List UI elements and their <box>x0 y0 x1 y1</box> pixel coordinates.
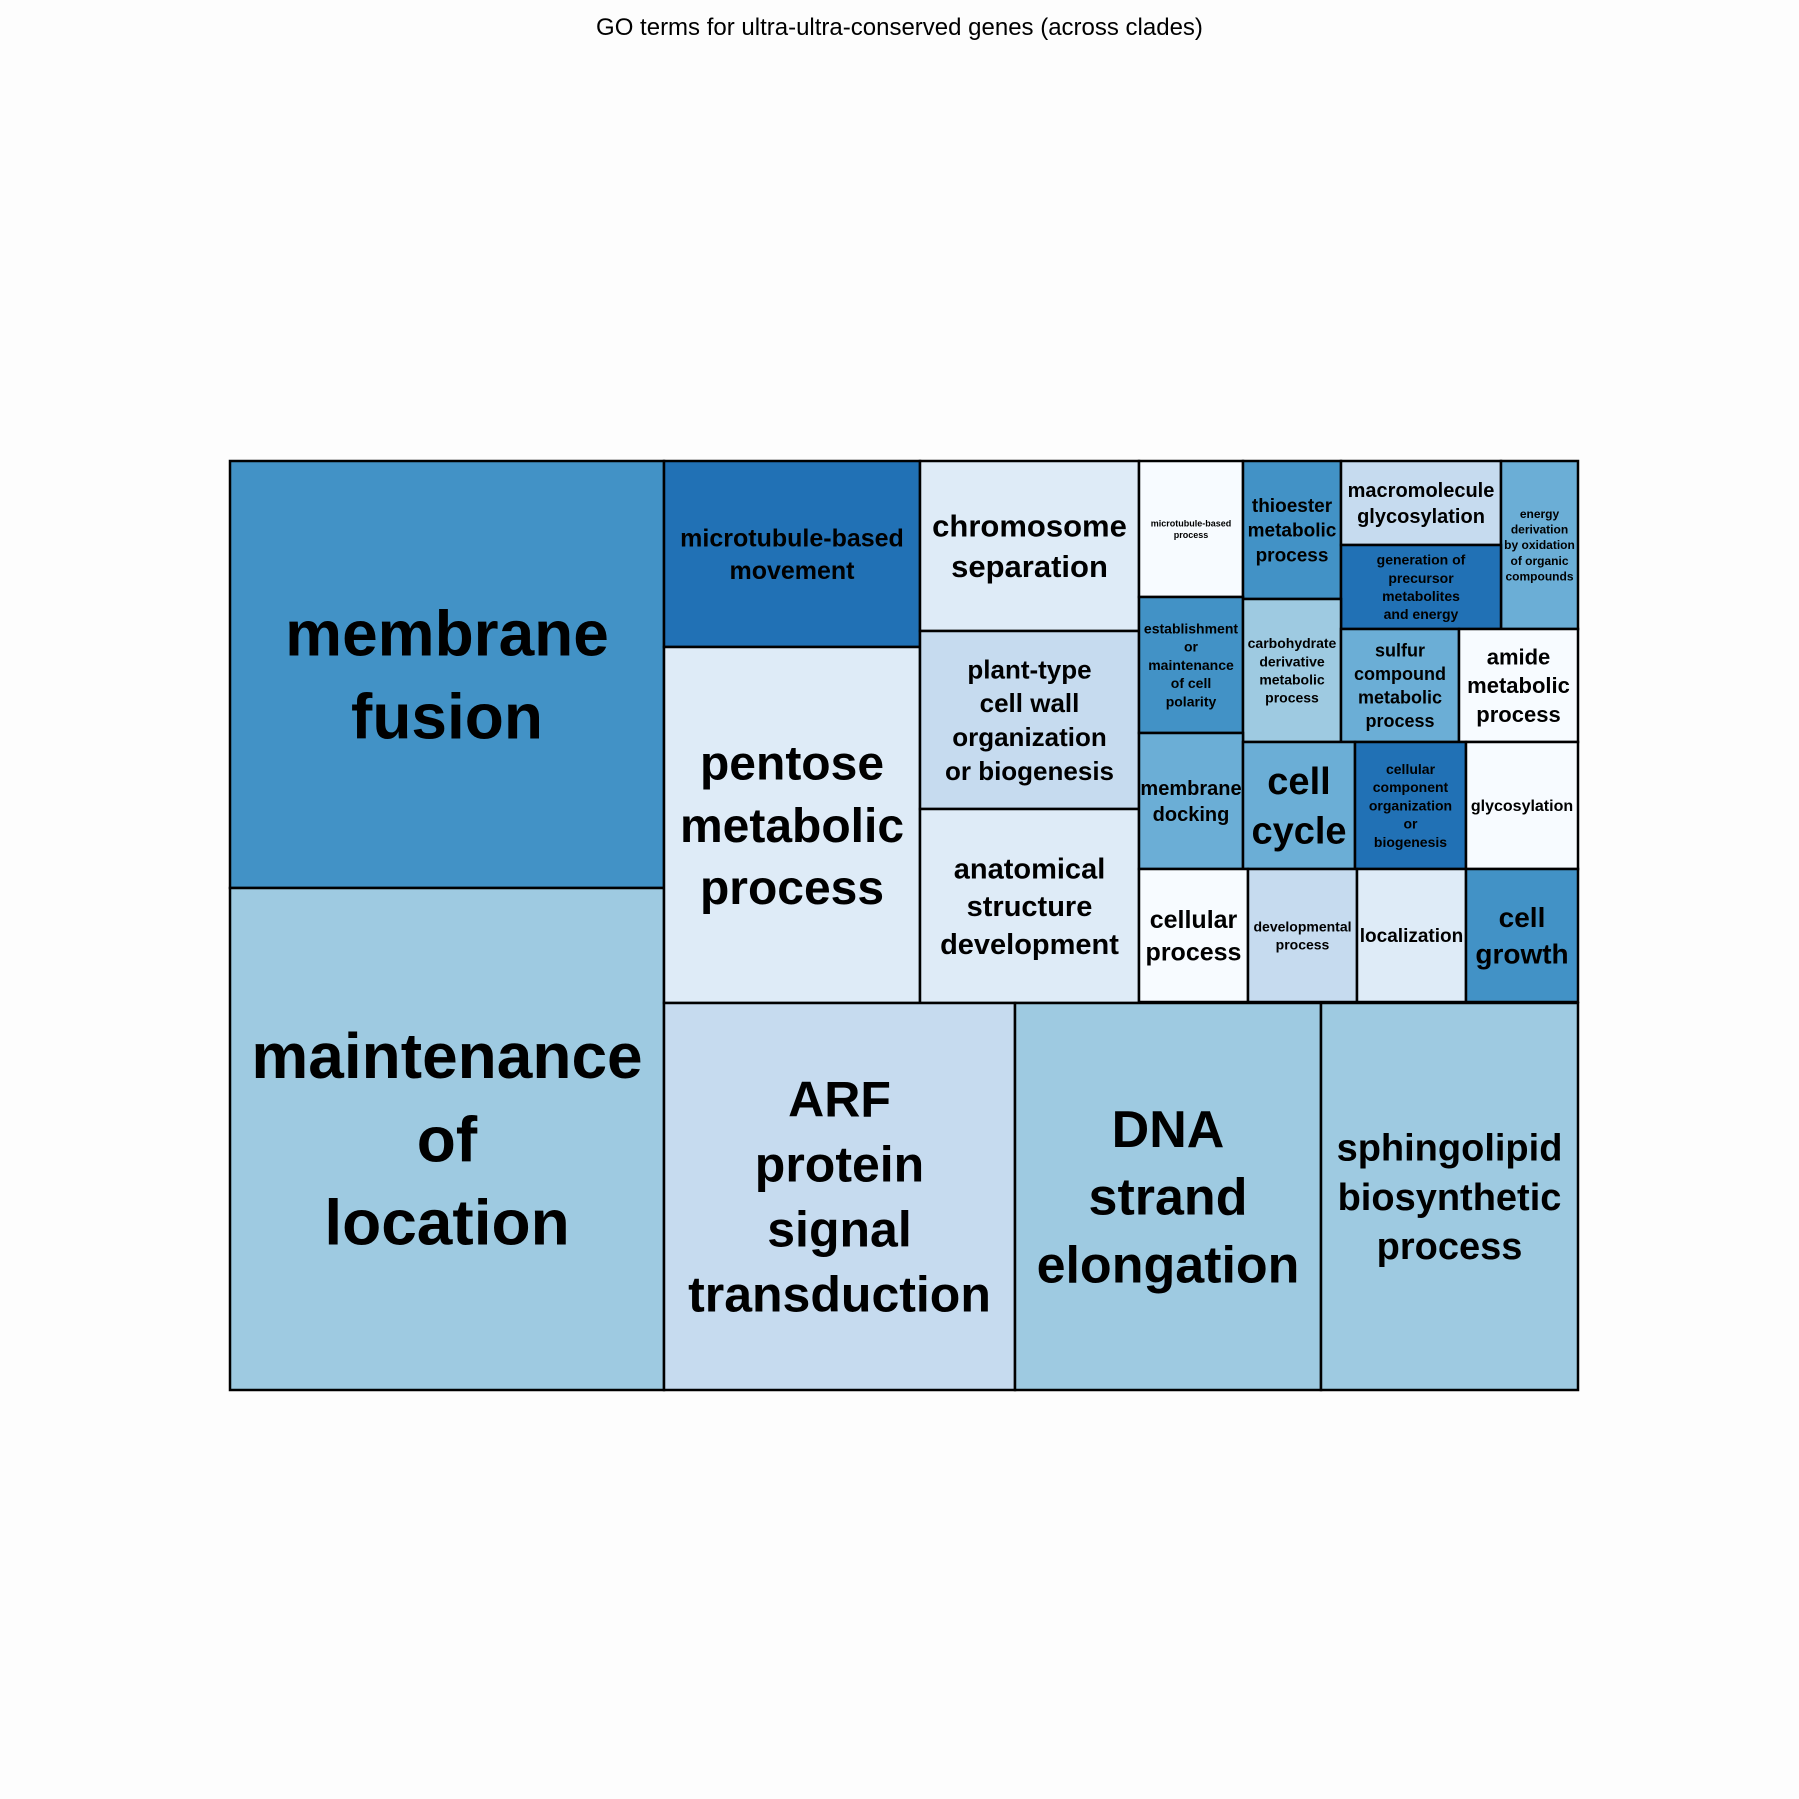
treemap-tile-rect <box>1246 867 1359 1004</box>
treemap-tile-label: localization <box>1360 926 1463 947</box>
treemap-tile-rect <box>918 807 1141 1005</box>
treemap-tile-rect <box>1457 627 1580 744</box>
treemap-tile-rect <box>1464 740 1580 871</box>
treemap-tile-rect <box>918 459 1141 633</box>
treemap-tile-glycosylation: glycosylation <box>1464 740 1580 871</box>
treemap-tile-rect <box>1241 597 1343 744</box>
treemap-tile-rect <box>918 629 1141 811</box>
treemap-tile-rect <box>1499 459 1580 631</box>
treemap-tile-rect <box>228 459 666 890</box>
treemap-tile-rect <box>1137 867 1250 1004</box>
treemap-tile-rect <box>1353 740 1468 871</box>
treemap-tile-rect <box>1339 459 1503 547</box>
treemap-tile-rect <box>1013 1001 1323 1392</box>
treemap-tile-rect <box>1137 459 1245 599</box>
treemap-tile-rect <box>662 1001 1017 1392</box>
treemap-tile-rect <box>1464 867 1580 1004</box>
treemap-tile-rect <box>1319 1001 1580 1392</box>
treemap-tile-rect <box>662 645 922 1005</box>
treemap-tile-localization: localization <box>1355 867 1468 1004</box>
treemap-tile-rect <box>1137 731 1245 871</box>
treemap-tile-label: glycosylation <box>1471 798 1573 815</box>
chart-title: GO terms for ultra-ultra-conserved genes… <box>596 14 1203 41</box>
treemap-tile-rect <box>662 459 922 649</box>
